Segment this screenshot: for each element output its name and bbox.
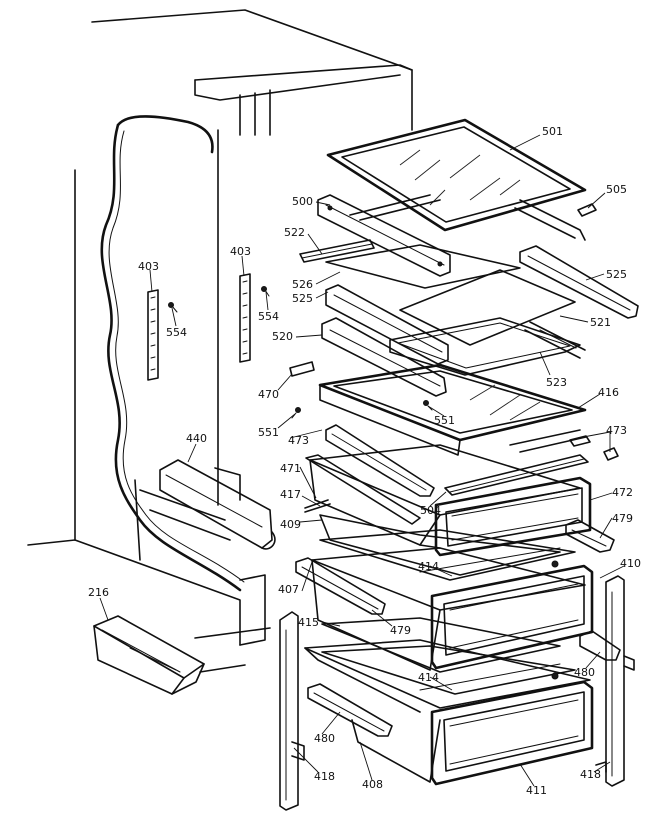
callout-473-right: 473 bbox=[606, 424, 627, 437]
glass-panel-526 bbox=[325, 244, 521, 289]
door-gasket bbox=[100, 115, 245, 592]
callout-505: 505 bbox=[606, 183, 627, 196]
screw-551-left bbox=[291, 407, 301, 419]
callout-479-upper: 479 bbox=[612, 512, 633, 525]
callout-520: 520 bbox=[272, 330, 293, 343]
callout-415: 415 bbox=[298, 616, 319, 629]
callout-403-right: 403 bbox=[230, 245, 251, 258]
shelf-glass-521 bbox=[389, 269, 581, 376]
callout-414-lower: 414 bbox=[418, 671, 439, 684]
shelf-frame-525 bbox=[325, 284, 449, 365]
shelf-support-left bbox=[147, 289, 159, 381]
screw-554-right bbox=[261, 286, 270, 297]
cover-409 bbox=[319, 514, 561, 576]
shelf-rail-523 bbox=[524, 321, 586, 359]
cover-415 bbox=[321, 617, 561, 673]
callout-417: 417 bbox=[280, 488, 301, 501]
callout-labels: 501 505 500 522 525 526 525 521 520 523 … bbox=[88, 125, 641, 797]
bracket-470 bbox=[289, 361, 315, 377]
rail-480-right bbox=[579, 630, 621, 661]
bracket-505 bbox=[577, 203, 597, 217]
lower-cover-440 bbox=[159, 459, 276, 550]
shelf-rail-top bbox=[349, 194, 586, 241]
rail-473-right bbox=[444, 429, 619, 496]
callout-216: 216 bbox=[88, 586, 109, 599]
callout-480-left: 480 bbox=[314, 732, 335, 745]
callout-440: 440 bbox=[186, 432, 207, 445]
support-418-left bbox=[279, 611, 305, 811]
drawer-410-front bbox=[430, 564, 594, 670]
leader-lines bbox=[99, 134, 625, 787]
shelf-frame-520 bbox=[321, 317, 447, 397]
callout-410: 410 bbox=[620, 557, 641, 570]
callout-526: 526 bbox=[292, 278, 313, 291]
cabinet-outline bbox=[27, 9, 413, 673]
callout-470: 470 bbox=[258, 388, 279, 401]
callout-418-left: 418 bbox=[314, 770, 335, 783]
screw-551-right bbox=[423, 400, 433, 411]
glass-shelf-416 bbox=[318, 363, 587, 456]
callout-504: 504 bbox=[420, 504, 441, 517]
callout-501: 501 bbox=[542, 125, 563, 138]
rail-473-left bbox=[325, 424, 435, 497]
drawer-408 bbox=[304, 639, 591, 783]
screw-554-left bbox=[168, 302, 178, 313]
crisper-drawer-471 bbox=[305, 444, 581, 549]
rail-525-right bbox=[519, 245, 639, 319]
dairy-bin-216 bbox=[93, 615, 205, 695]
callout-554-right: 554 bbox=[258, 310, 279, 323]
callout-408: 408 bbox=[362, 778, 383, 791]
callout-480-right: 480 bbox=[574, 666, 595, 679]
drawer-407 bbox=[311, 547, 586, 671]
callout-407: 407 bbox=[278, 583, 299, 596]
callout-551-left: 551 bbox=[258, 426, 279, 439]
callout-472: 472 bbox=[612, 486, 633, 499]
callout-500: 500 bbox=[292, 195, 313, 208]
callout-554-left: 554 bbox=[166, 326, 187, 339]
rail-479-upper bbox=[565, 519, 615, 553]
rail-522 bbox=[299, 239, 375, 263]
callout-479-lower: 479 bbox=[390, 624, 411, 637]
shelf-support-right bbox=[239, 273, 251, 363]
drawer-411-front bbox=[430, 680, 594, 786]
callout-414-upper: 414 bbox=[418, 560, 439, 573]
callout-418-right: 418 bbox=[580, 768, 601, 781]
callout-523: 523 bbox=[546, 376, 567, 389]
callout-403-left: 403 bbox=[138, 260, 159, 273]
rail-480-left bbox=[307, 683, 393, 737]
callout-525-right: 525 bbox=[606, 268, 627, 281]
callout-411: 411 bbox=[526, 784, 547, 797]
cover-414-lower bbox=[321, 645, 576, 695]
callout-473-left: 473 bbox=[288, 434, 309, 447]
callout-551-right: 551 bbox=[434, 414, 455, 427]
callout-521: 521 bbox=[590, 316, 611, 329]
shelf-frame-500 bbox=[317, 194, 451, 277]
support-418-right bbox=[595, 575, 635, 787]
callout-416: 416 bbox=[598, 386, 619, 399]
callout-525: 525 bbox=[292, 292, 313, 305]
callout-522: 522 bbox=[284, 226, 305, 239]
rail-479-lower bbox=[295, 557, 386, 615]
callout-409: 409 bbox=[280, 518, 301, 531]
callout-471: 471 bbox=[280, 462, 301, 475]
